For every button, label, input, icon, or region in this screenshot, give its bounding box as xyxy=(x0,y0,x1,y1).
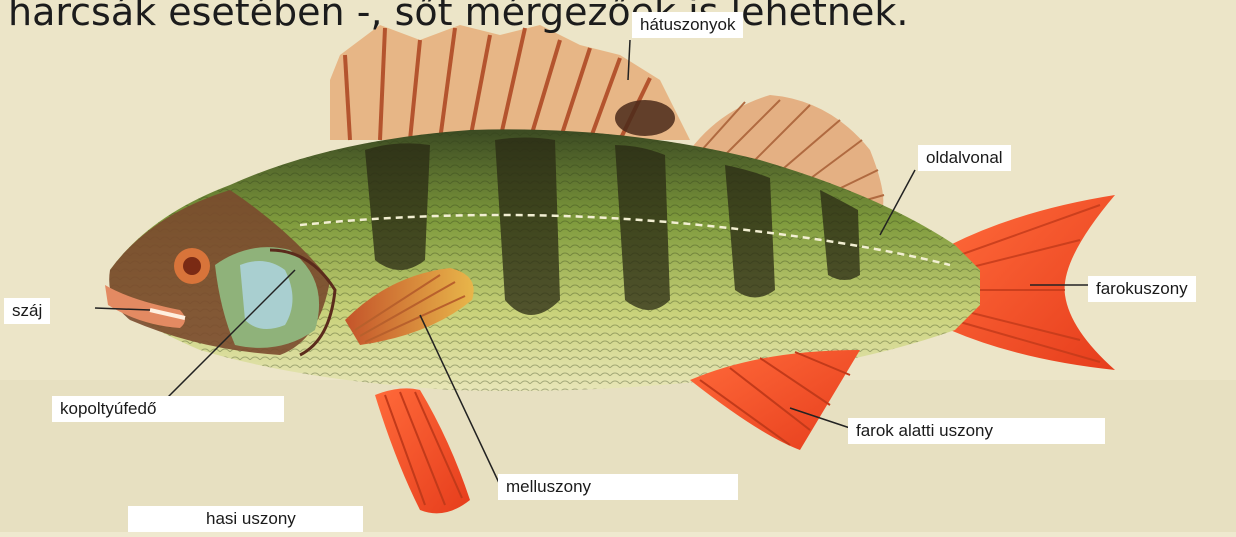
label-melluszony: melluszony xyxy=(498,474,738,500)
label-farok-alatti-uszony: farok alatti uszony xyxy=(848,418,1105,444)
label-oldalvonal: oldalvonal xyxy=(918,145,1011,171)
label-szaj: száj xyxy=(4,298,50,324)
heading-text: harcsák esetében -, sőt mérgezőek is leh… xyxy=(8,0,908,34)
label-kopoltyufedo: kopoltyúfedő xyxy=(52,396,284,422)
label-hasi-uszony: hasi uszony xyxy=(128,506,363,532)
label-farokuszony: farokuszony xyxy=(1088,276,1196,302)
label-hatuszonyok: hátuszonyok xyxy=(632,12,743,38)
